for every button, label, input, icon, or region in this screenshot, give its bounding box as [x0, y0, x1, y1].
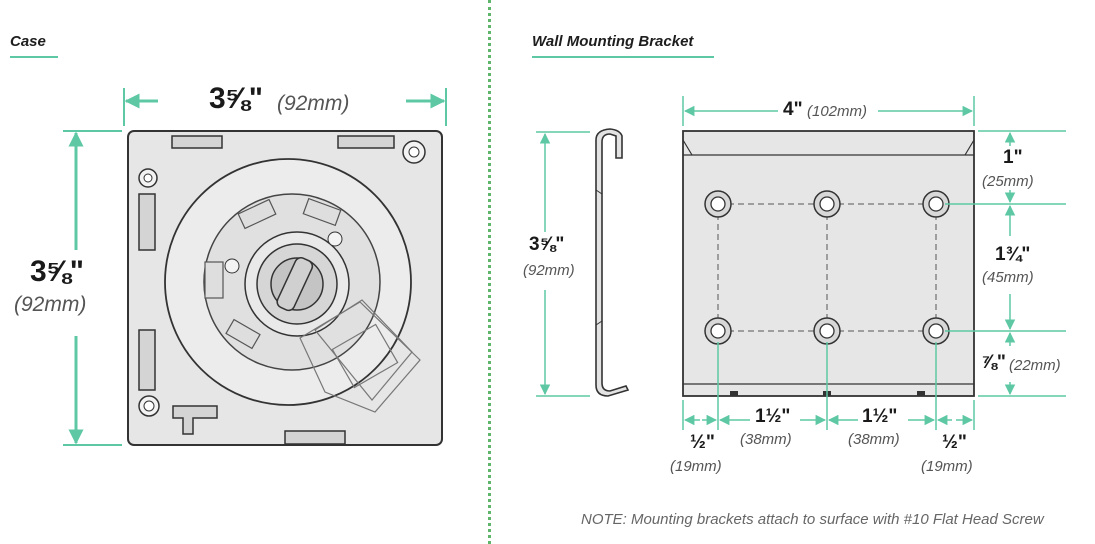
bracket-right-mm-3: (22mm): [1009, 357, 1061, 374]
case-drawing: [127, 130, 443, 446]
case-width-label: 3⅝": [209, 82, 263, 115]
bracket-right-mm-1: (25mm): [982, 173, 1034, 190]
bracket-bottom-label-2: 1½": [755, 406, 791, 427]
bracket-bottom-label-1: ½": [690, 432, 715, 453]
bracket-bottom-mm-3: (38mm): [848, 431, 900, 448]
bracket-right-label-3: ⅞": [981, 352, 1006, 373]
bracket-bottom-mm-4: (19mm): [921, 458, 973, 475]
bracket-front-view: [682, 130, 975, 397]
bracket-right-mm-2: (45mm): [982, 269, 1034, 286]
bracket-side-height-label: 3⅝": [529, 234, 565, 255]
bracket-bottom-label-4: ½": [942, 432, 967, 453]
case-width-dimension: [123, 88, 447, 126]
bracket-width-dimension: [682, 96, 975, 126]
bracket-bottom-mm-2: (38mm): [740, 431, 792, 448]
bracket-title: Wall Mounting Bracket: [532, 33, 694, 50]
bracket-bottom-label-3: 1½": [862, 406, 898, 427]
bracket-side-view: [595, 128, 630, 397]
mounting-note: NOTE: Mounting brackets attach to surfac…: [581, 511, 1044, 528]
section-divider: [488, 0, 491, 544]
case-height-dimension: [63, 130, 122, 446]
case-title: Case: [10, 33, 46, 50]
bracket-bottom-dimensions: [682, 342, 975, 430]
case-width-mm: (92mm): [277, 92, 350, 115]
bracket-bottom-mm-1: (19mm): [670, 458, 722, 475]
case-title-underline: [10, 56, 58, 58]
bracket-right-label-2: 1¾": [995, 244, 1031, 265]
case-height-mm: (92mm): [14, 293, 87, 316]
bracket-width-mm: (102mm): [807, 103, 868, 120]
case-height-label: 3⅝": [30, 255, 84, 288]
bracket-width-label: 4": [783, 99, 803, 120]
bracket-right-dimensions: [945, 130, 1066, 397]
bracket-title-underline: [532, 56, 714, 58]
bracket-side-label-clip: 3⅝" (92mm): [523, 232, 577, 292]
bracket-side-height-dimension: [536, 131, 590, 397]
bracket-side-height-mm: (92mm): [523, 262, 575, 279]
bracket-right-label-1: 1": [1003, 147, 1023, 168]
